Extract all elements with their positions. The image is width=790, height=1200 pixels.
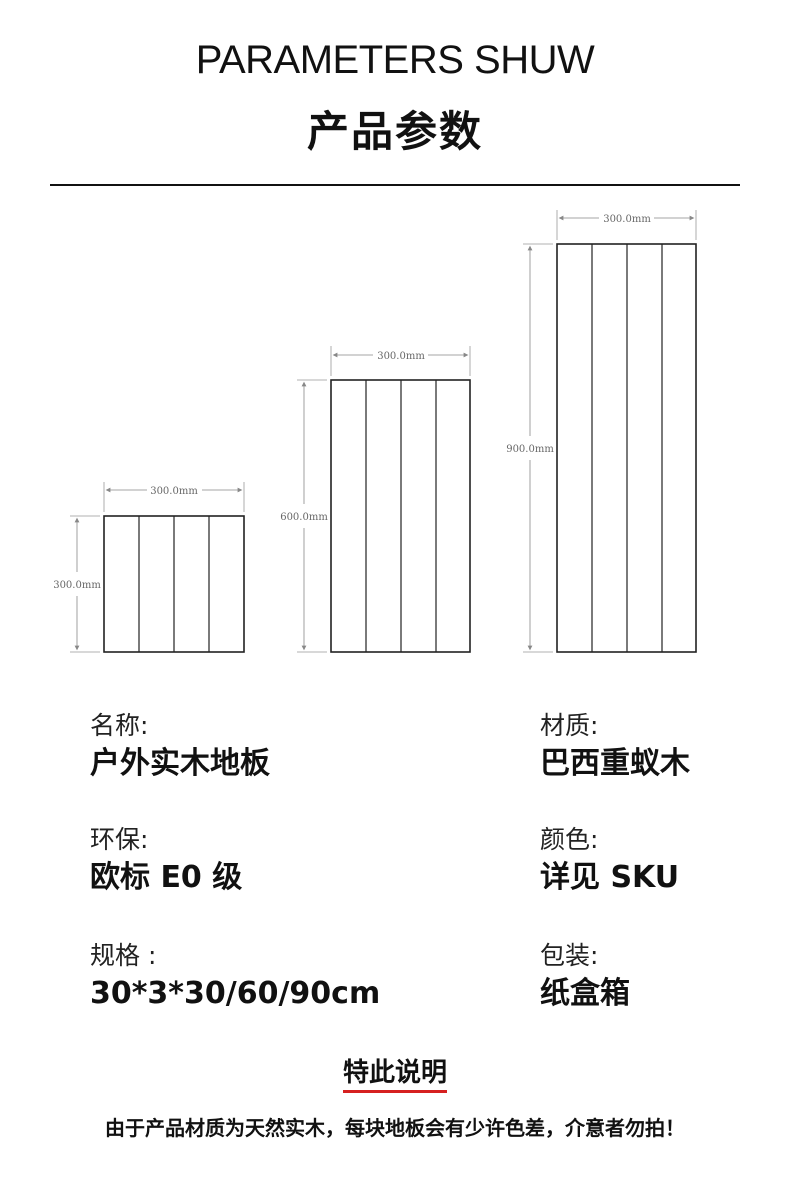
panel2-width-label: 300.0mm xyxy=(377,351,425,362)
page-title-chinese: 产品参数 xyxy=(306,107,483,156)
spec-material-label: 材质: xyxy=(540,711,599,740)
notice-title: 特此说明 xyxy=(342,1058,447,1088)
header-divider xyxy=(50,184,740,186)
spec-color: 颜色: 详见 SKU xyxy=(540,824,780,898)
notice-text: 由于产品材质为天然实木，每块地板会有少许色差，介意者勿拍！ xyxy=(105,1116,685,1140)
panel-300x600: 300.0mm 600.0mm xyxy=(280,346,471,653)
spec-size-label: 规格 : xyxy=(90,941,157,970)
page-title-english: PARAMETERS SHUW xyxy=(195,38,595,82)
spec-packaging-label: 包装: xyxy=(540,941,599,970)
spec-name-label: 名称: xyxy=(90,711,149,740)
spec-size-value: 30*3*30/60/90cm xyxy=(90,976,381,1011)
spec-eco-label: 环保: xyxy=(90,825,149,854)
panel2-height-label: 600.0mm xyxy=(280,512,328,523)
panel-300x900: 300.0mm 900.0mm xyxy=(506,210,697,653)
spec-name-value: 户外实木地板 xyxy=(90,746,270,781)
spec-eco: 环保: 欧标 E0 级 xyxy=(90,824,420,898)
spec-packaging: 包装: 纸盒箱 xyxy=(540,940,780,1014)
spec-color-value: 详见 SKU xyxy=(540,860,680,895)
notice-underline xyxy=(343,1090,447,1093)
panel1-width-label: 300.0mm xyxy=(150,486,198,497)
dimension-diagram-svg: 300.0mm 300.0mm 300.0mm 600.0mm xyxy=(53,210,697,653)
panel1-height-label: 300.0mm xyxy=(53,580,101,591)
spec-material-value: 巴西重蚁木 xyxy=(540,746,690,781)
panel-300x300: 300.0mm 300.0mm xyxy=(53,482,245,653)
spec-color-label: 颜色: xyxy=(540,825,599,854)
dimension-diagram: 300.0mm 300.0mm 300.0mm 600.0mm xyxy=(40,200,750,670)
spec-name: 名称: 户外实木地板 xyxy=(90,710,420,784)
spec-size: 规格 : 30*3*30/60/90cm xyxy=(90,940,510,1014)
spec-packaging-value: 纸盒箱 xyxy=(540,976,630,1011)
panel3-width-label: 300.0mm xyxy=(603,214,651,225)
panel3-height-label: 900.0mm xyxy=(506,444,554,455)
spec-eco-value: 欧标 E0 级 xyxy=(90,860,243,895)
spec-material: 材质: 巴西重蚁木 xyxy=(540,710,780,784)
